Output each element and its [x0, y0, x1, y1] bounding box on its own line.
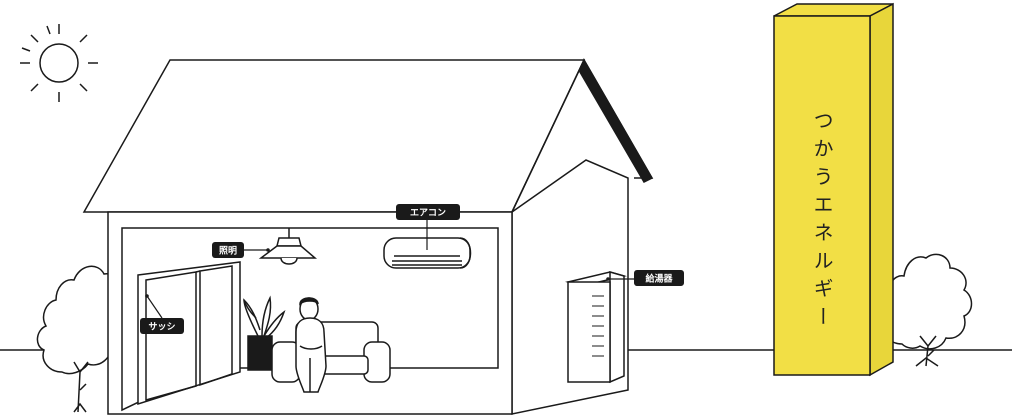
- energy-column: つかうエネルギー: [773, 2, 894, 377]
- lamp-icon: [258, 228, 318, 265]
- person-icon: [295, 297, 327, 393]
- lighting-label-text: 照明: [219, 246, 237, 257]
- tree-icon: [36, 265, 128, 413]
- air-conditioner-icon: [383, 237, 472, 269]
- water-heater-label: 給湯器: [606, 270, 684, 286]
- window-sash-label: サッシ: [140, 294, 184, 334]
- water-heater-icon: [565, 271, 627, 384]
- sun-icon: [20, 24, 98, 102]
- air-conditioner-label: エアコン: [396, 204, 460, 250]
- energy-column-title: つかうエネルギー: [810, 110, 834, 334]
- lighting-label: 照明: [212, 242, 270, 258]
- plant-icon: [243, 295, 286, 371]
- air-conditioner-label-text: エアコン: [410, 208, 446, 219]
- window-sash-label-text: サッシ: [148, 322, 175, 333]
- window-sash-icon: [137, 261, 241, 406]
- water-heater-label-text: 給湯器: [645, 273, 673, 285]
